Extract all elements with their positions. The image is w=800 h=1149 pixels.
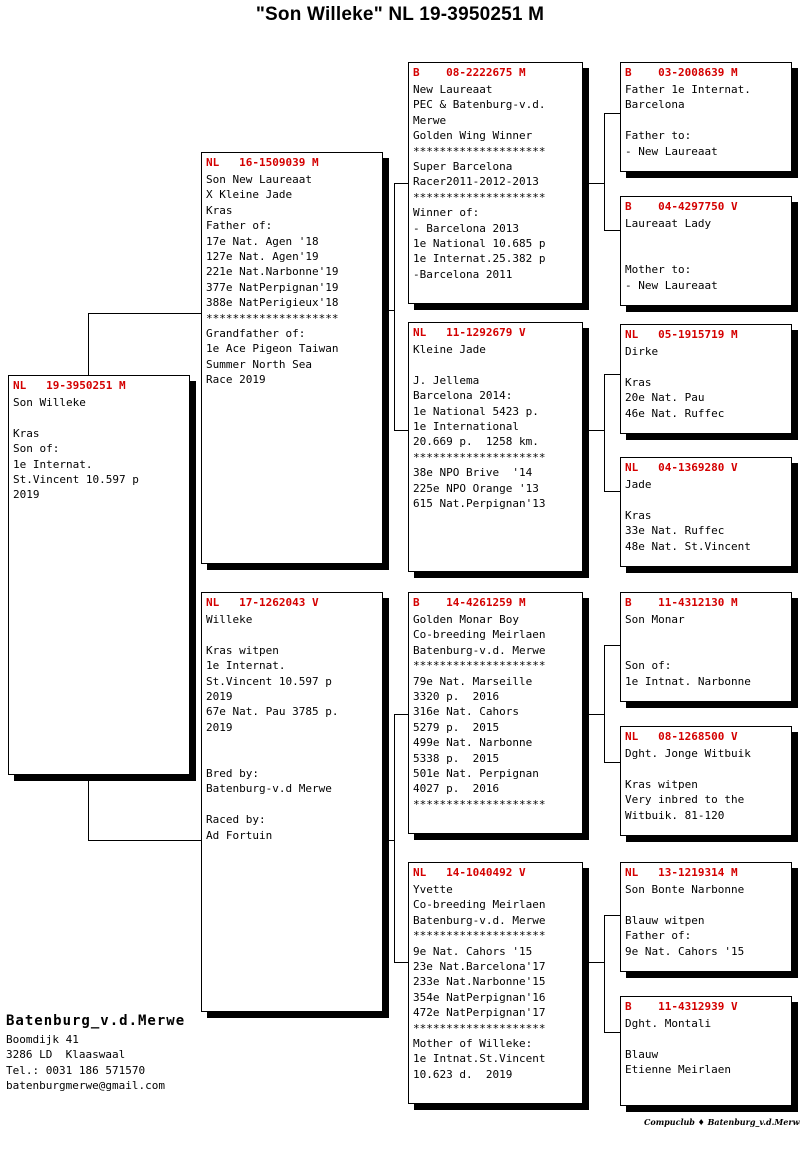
software-credit: Compuclub ♦ Batenburg_v.d.Merwe bbox=[644, 1117, 800, 1127]
ring-number: NL 14-1040492 V bbox=[413, 866, 526, 879]
connector-gp2-top bbox=[604, 374, 622, 375]
pedigree-box-father[interactable]: NL 16-1509039 M Son New Laureaat X Klein… bbox=[201, 152, 383, 564]
connector-father-grandparents-top bbox=[394, 183, 412, 184]
ring-number: NL 11-1292679 V bbox=[413, 326, 526, 339]
connector-gp2-stem bbox=[586, 430, 604, 431]
pedigree-box-greatgrandparent-7[interactable]: NL 13-1219314 M Son Bonte Narbonne Blauw… bbox=[620, 862, 792, 972]
connector-father-stem bbox=[376, 310, 394, 311]
pedigree-details: Laureaat Lady Mother to: - New Laureaat bbox=[625, 217, 718, 292]
pedigree-details: Dght. Jonge Witbuik Kras witpen Very inb… bbox=[625, 747, 751, 822]
pedigree-box-grandfather-maternal[interactable]: B 14-4261259 M Golden Monar Boy Co-breed… bbox=[408, 592, 583, 834]
breeder-address-block: Batenburg_v.d.Merwe Boomdijk 41 3286 LD … bbox=[6, 1013, 185, 1094]
connector-gp1-bottom bbox=[604, 230, 622, 231]
pedigree-details: Dght. Montali Blauw Etienne Meirlaen bbox=[625, 1017, 731, 1077]
ring-number: NL 17-1262043 V bbox=[206, 596, 319, 609]
pedigree-box-mother[interactable]: NL 17-1262043 V Willeke Kras witpen 1e I… bbox=[201, 592, 383, 1012]
connector-gp4-top bbox=[604, 915, 622, 916]
connector-gp3-bottom bbox=[604, 762, 622, 763]
connector-gp1-vertical bbox=[604, 113, 605, 231]
ring-number: B 11-4312939 V bbox=[625, 1000, 738, 1013]
pedigree-box-greatgrandparent-5[interactable]: B 11-4312130 M Son Monar Son of: 1e Intn… bbox=[620, 592, 792, 702]
pedigree-box-grandmother-paternal[interactable]: NL 11-1292679 V Kleine Jade J. Jellema B… bbox=[408, 322, 583, 572]
pedigree-box-greatgrandparent-8[interactable]: B 11-4312939 V Dght. Montali Blauw Etien… bbox=[620, 996, 792, 1106]
connector-subject-stem bbox=[88, 313, 89, 376]
pedigree-details: Son New Laureaat X Kleine Jade Kras Fath… bbox=[206, 173, 339, 387]
connector-mother-grandparents-vertical bbox=[394, 714, 395, 962]
pedigree-details: Father 1e Internat. Barcelona Father to:… bbox=[625, 83, 751, 158]
pedigree-details: Jade Kras 33e Nat. Ruffec 48e Nat. St.Vi… bbox=[625, 478, 751, 553]
connector-mother-stem bbox=[376, 840, 394, 841]
connector-mother-grandparents-top bbox=[394, 714, 412, 715]
ring-number: NL 08-1268500 V bbox=[625, 730, 738, 743]
connector-mother-grandparents-bottom bbox=[394, 962, 412, 963]
connector-gp4-vertical bbox=[604, 915, 605, 1033]
pedigree-box-grandmother-maternal[interactable]: NL 14-1040492 V Yvette Co-breeding Meirl… bbox=[408, 862, 583, 1104]
pedigree-box-greatgrandparent-2[interactable]: B 04-4297750 V Laureaat Lady Mother to: … bbox=[620, 196, 792, 306]
ring-number: NL 19-3950251 M bbox=[13, 379, 126, 392]
ring-number: B 04-4297750 V bbox=[625, 200, 738, 213]
ring-number: B 08-2222675 M bbox=[413, 66, 526, 79]
ring-number: B 11-4312130 M bbox=[625, 596, 738, 609]
pedigree-box-greatgrandparent-6[interactable]: NL 08-1268500 V Dght. Jonge Witbuik Kras… bbox=[620, 726, 792, 836]
pedigree-details: Yvette Co-breeding Meirlaen Batenburg-v.… bbox=[413, 883, 546, 1081]
pedigree-box-subject[interactable]: NL 19-3950251 M Son Willeke Kras Son of:… bbox=[8, 375, 190, 775]
pedigree-details: Willeke Kras witpen 1e Internat. St.Vinc… bbox=[206, 613, 339, 842]
ring-number: NL 16-1509039 M bbox=[206, 156, 319, 169]
ring-number: B 03-2008639 M bbox=[625, 66, 738, 79]
connector-subject-parents-bottom bbox=[88, 840, 201, 841]
connector-gp3-stem bbox=[586, 714, 604, 715]
pedigree-details: Son Willeke Kras Son of: 1e Internat. St… bbox=[13, 396, 139, 502]
pedigree-details: Golden Monar Boy Co-breeding Meirlaen Ba… bbox=[413, 613, 546, 811]
connector-gp1-top bbox=[604, 113, 622, 114]
ring-number: NL 05-1915719 M bbox=[625, 328, 738, 341]
page-title: "Son Willeke" NL 19-3950251 M bbox=[255, 4, 545, 25]
connector-gp3-vertical bbox=[604, 645, 605, 763]
connector-subject-parents-top bbox=[88, 313, 201, 314]
ring-number: NL 13-1219314 M bbox=[625, 866, 738, 879]
pedigree-box-greatgrandparent-4[interactable]: NL 04-1369280 V Jade Kras 33e Nat. Ruffe… bbox=[620, 457, 792, 567]
connector-father-grandparents-vertical bbox=[394, 183, 395, 431]
connector-gp2-vertical bbox=[604, 374, 605, 491]
connector-father-grandparents-bottom bbox=[394, 430, 412, 431]
connector-gp4-bottom bbox=[604, 1032, 622, 1033]
ring-number: NL 04-1369280 V bbox=[625, 461, 738, 474]
pedigree-box-grandfather-paternal[interactable]: B 08-2222675 M New Laureaat PEC & Batenb… bbox=[408, 62, 583, 304]
pedigree-details: Kleine Jade J. Jellema Barcelona 2014: 1… bbox=[413, 343, 546, 511]
connector-gp1-stem bbox=[586, 183, 604, 184]
pedigree-details: New Laureaat PEC & Batenburg-v.d. Merwe … bbox=[413, 83, 546, 281]
breeder-name: Batenburg_v.d.Merwe bbox=[6, 1013, 186, 1029]
breeder-contact-details: Boomdijk 41 3286 LD Klaaswaal Tel.: 0031… bbox=[6, 1033, 165, 1093]
connector-gp2-bottom bbox=[604, 491, 622, 492]
pedigree-box-greatgrandparent-1[interactable]: B 03-2008639 M Father 1e Internat. Barce… bbox=[620, 62, 792, 172]
connector-gp4-stem bbox=[586, 962, 604, 963]
pedigree-details: Son Bonte Narbonne Blauw witpen Father o… bbox=[625, 883, 745, 958]
pedigree-details: Son Monar Son of: 1e Intnat. Narbonne bbox=[625, 613, 751, 688]
ring-number: B 14-4261259 M bbox=[413, 596, 526, 609]
pedigree-box-greatgrandparent-3[interactable]: NL 05-1915719 M Dirke Kras 20e Nat. Pau … bbox=[620, 324, 792, 434]
connector-gp3-top bbox=[604, 645, 622, 646]
pedigree-details: Dirke Kras 20e Nat. Pau 46e Nat. Ruffec bbox=[625, 345, 725, 420]
